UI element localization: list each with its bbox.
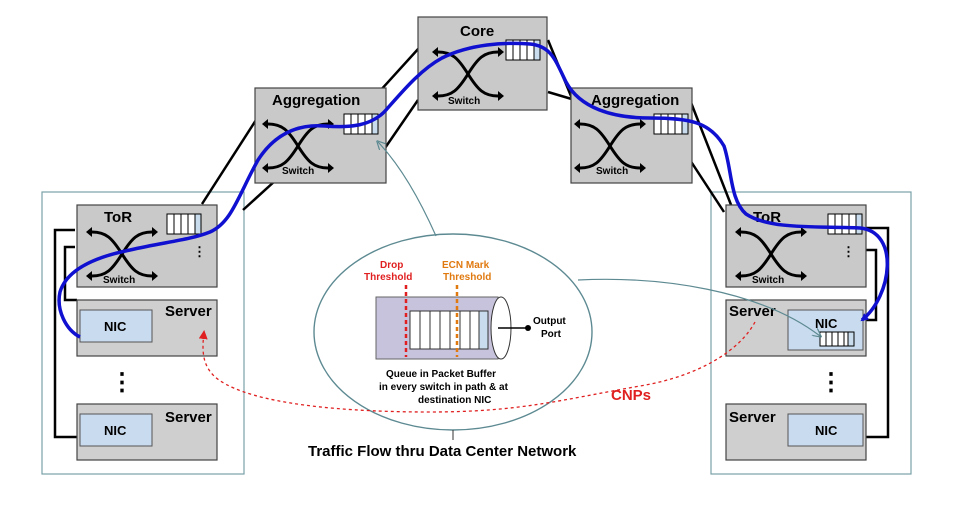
inset-caption-line3: destination NIC — [418, 395, 491, 406]
left-rack-outline — [41, 191, 245, 475]
server-label: Server — [729, 409, 776, 426]
drop-threshold-label: Drop — [380, 260, 403, 271]
server-label: Server — [165, 409, 212, 426]
aggregation-right-title: Aggregation — [591, 92, 679, 109]
core-switch-title: Core — [460, 23, 494, 40]
callout-arrow-to-aggregation — [378, 142, 437, 237]
nic-label: NIC — [104, 423, 127, 438]
output-port-label-2: Port — [541, 329, 562, 340]
switch-queue-icon — [827, 213, 863, 235]
nic-label: NIC — [104, 319, 127, 334]
traffic-flow-path — [57, 41, 889, 339]
aggregation-switch-right[interactable]: Aggregation Switch — [570, 87, 693, 184]
switch-label: Switch — [282, 166, 314, 177]
server-list-ellipsis: ⋮ — [110, 369, 134, 396]
cnp-label: CNPs — [611, 387, 651, 404]
switch-queue-icon — [166, 213, 202, 235]
callout-arrow-to-nic — [577, 278, 820, 336]
server-label: Server — [165, 303, 212, 320]
switch-label: Switch — [448, 96, 480, 107]
drop-threshold-label-2: Threshold — [364, 272, 412, 283]
server-right-top[interactable]: Server NIC — [725, 299, 867, 357]
physical-links — [53, 39, 890, 439]
nic-label: NIC — [815, 316, 838, 331]
tor-left-title: ToR — [104, 209, 132, 226]
nic[interactable] — [79, 309, 153, 343]
switch-label: Switch — [103, 275, 135, 286]
nic[interactable] — [787, 413, 864, 447]
inset-caption-line2: in every switch in path & at — [379, 382, 509, 393]
vertical-ellipsis: ⋮ — [193, 244, 206, 259]
cnp-path — [198, 321, 756, 413]
switch-label: Switch — [752, 275, 784, 286]
ecn-threshold-label: ECN Mark — [442, 260, 490, 271]
right-rack-outline — [710, 191, 912, 475]
aggregation-switch-left[interactable]: Aggregation Switch — [254, 87, 387, 184]
inset-caption-line1: Queue in Packet Buffer — [386, 369, 496, 380]
ecn-threshold-label-2: Threshold — [443, 272, 491, 283]
server-left-bottom[interactable]: Server NIC — [76, 403, 218, 461]
nic-label: NIC — [815, 423, 838, 438]
server-label: Server — [729, 303, 776, 320]
aggregation-left-title: Aggregation — [272, 92, 360, 109]
queue-detail-inset: Drop Threshold ECN Mark Threshold Output… — [313, 233, 593, 431]
tor-switch-right[interactable]: ToR Switch ⋮ — [725, 204, 867, 288]
nic[interactable] — [79, 413, 153, 447]
server-list-ellipsis: ⋮ — [819, 369, 843, 396]
switch-label: Switch — [596, 166, 628, 177]
core-switch[interactable]: Core Switch — [417, 16, 548, 111]
diagram-caption: Traffic Flow thru Data Center Network — [308, 443, 577, 460]
server-right-bottom[interactable]: Server NIC — [725, 403, 867, 461]
server-left-top[interactable]: Server NIC — [76, 299, 218, 357]
vertical-ellipsis: ⋮ — [842, 244, 855, 259]
output-port-label: Output — [533, 316, 566, 327]
